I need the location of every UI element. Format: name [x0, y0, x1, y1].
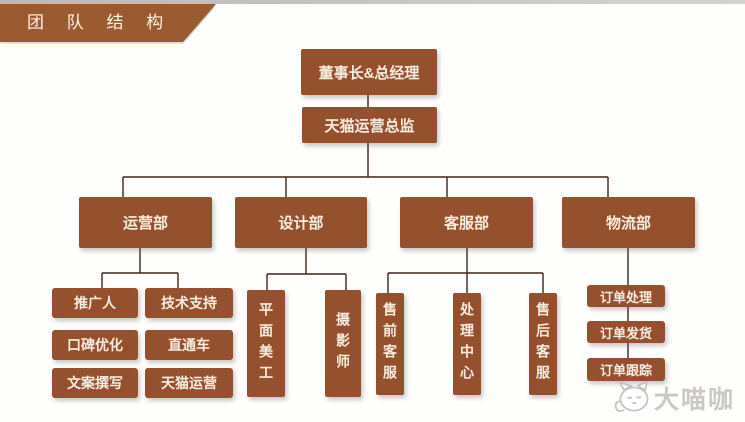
org-node-label: 天猫运营 — [161, 375, 217, 391]
org-node-label: 平面美工 — [258, 301, 274, 386]
org-node-label: 订单发货 — [599, 325, 652, 341]
title-banner: 团 队 结 构 — [0, 4, 216, 42]
org-node-label: 运营部 — [122, 215, 168, 232]
org-node-presale-service: 售前客服 — [376, 293, 404, 395]
org-node-processing-center: 处理中心 — [453, 293, 481, 395]
org-node-label: 直通车 — [168, 337, 210, 353]
org-node-zhitongche: 直通车 — [145, 330, 233, 360]
org-node-order-processing: 订单处理 — [587, 285, 665, 307]
org-node-reputation-optimization: 口碑优化 — [52, 330, 138, 360]
org-node-label: 物流部 — [605, 215, 651, 232]
org-node-copywriting: 文案撰写 — [52, 368, 138, 398]
org-node-graphic-designer: 平面美工 — [247, 290, 285, 397]
org-node-label: 推广人 — [74, 295, 116, 311]
org-node-order-shipping: 订单发货 — [587, 321, 665, 343]
org-node-label: 订单跟踪 — [599, 363, 652, 378]
org-node-label: 客服部 — [443, 215, 489, 232]
org-node-label: 订单处理 — [599, 289, 652, 305]
org-node-promoter: 推广人 — [52, 288, 138, 318]
top-divider-strip — [0, 0, 745, 4]
org-node-photographer: 摄影师 — [325, 290, 361, 397]
watermark-text: 大喵咖 — [654, 386, 736, 414]
org-node-label: 摄影师 — [335, 312, 351, 375]
org-node-dept-operations: 运营部 — [79, 197, 212, 248]
org-node-label: 设计部 — [278, 215, 324, 232]
org-node-dept-logistics: 物流部 — [562, 197, 695, 248]
org-node-tmall-operations: 天猫运营 — [145, 368, 233, 398]
org-node-tech-support: 技术支持 — [145, 288, 233, 318]
cat-face-icon — [614, 381, 649, 413]
org-node-chairman-gm: 董事长&总经理 — [301, 49, 437, 95]
org-node-label: 天猫运营总监 — [324, 117, 415, 135]
org-node-label: 售后客服 — [535, 302, 551, 386]
org-node-dept-design: 设计部 — [235, 197, 367, 248]
org-node-label: 口碑优化 — [67, 337, 123, 353]
org-node-tmall-ops-director: 天猫运营总监 — [302, 107, 437, 143]
org-node-dept-customer-service: 客服部 — [400, 197, 533, 248]
org-node-label: 售前客服 — [382, 302, 398, 386]
page-title: 团 队 结 构 — [27, 13, 173, 32]
org-node-label: 处理中心 — [459, 302, 475, 386]
org-node-aftersale-service: 售后客服 — [529, 293, 557, 395]
org-node-label: 技术支持 — [161, 295, 217, 311]
org-node-label: 董事长&总经理 — [318, 64, 420, 82]
org-node-order-tracking: 订单跟踪 — [587, 358, 665, 381]
org-node-label: 文案撰写 — [67, 375, 123, 391]
watermark: 大喵咖 — [612, 380, 737, 416]
